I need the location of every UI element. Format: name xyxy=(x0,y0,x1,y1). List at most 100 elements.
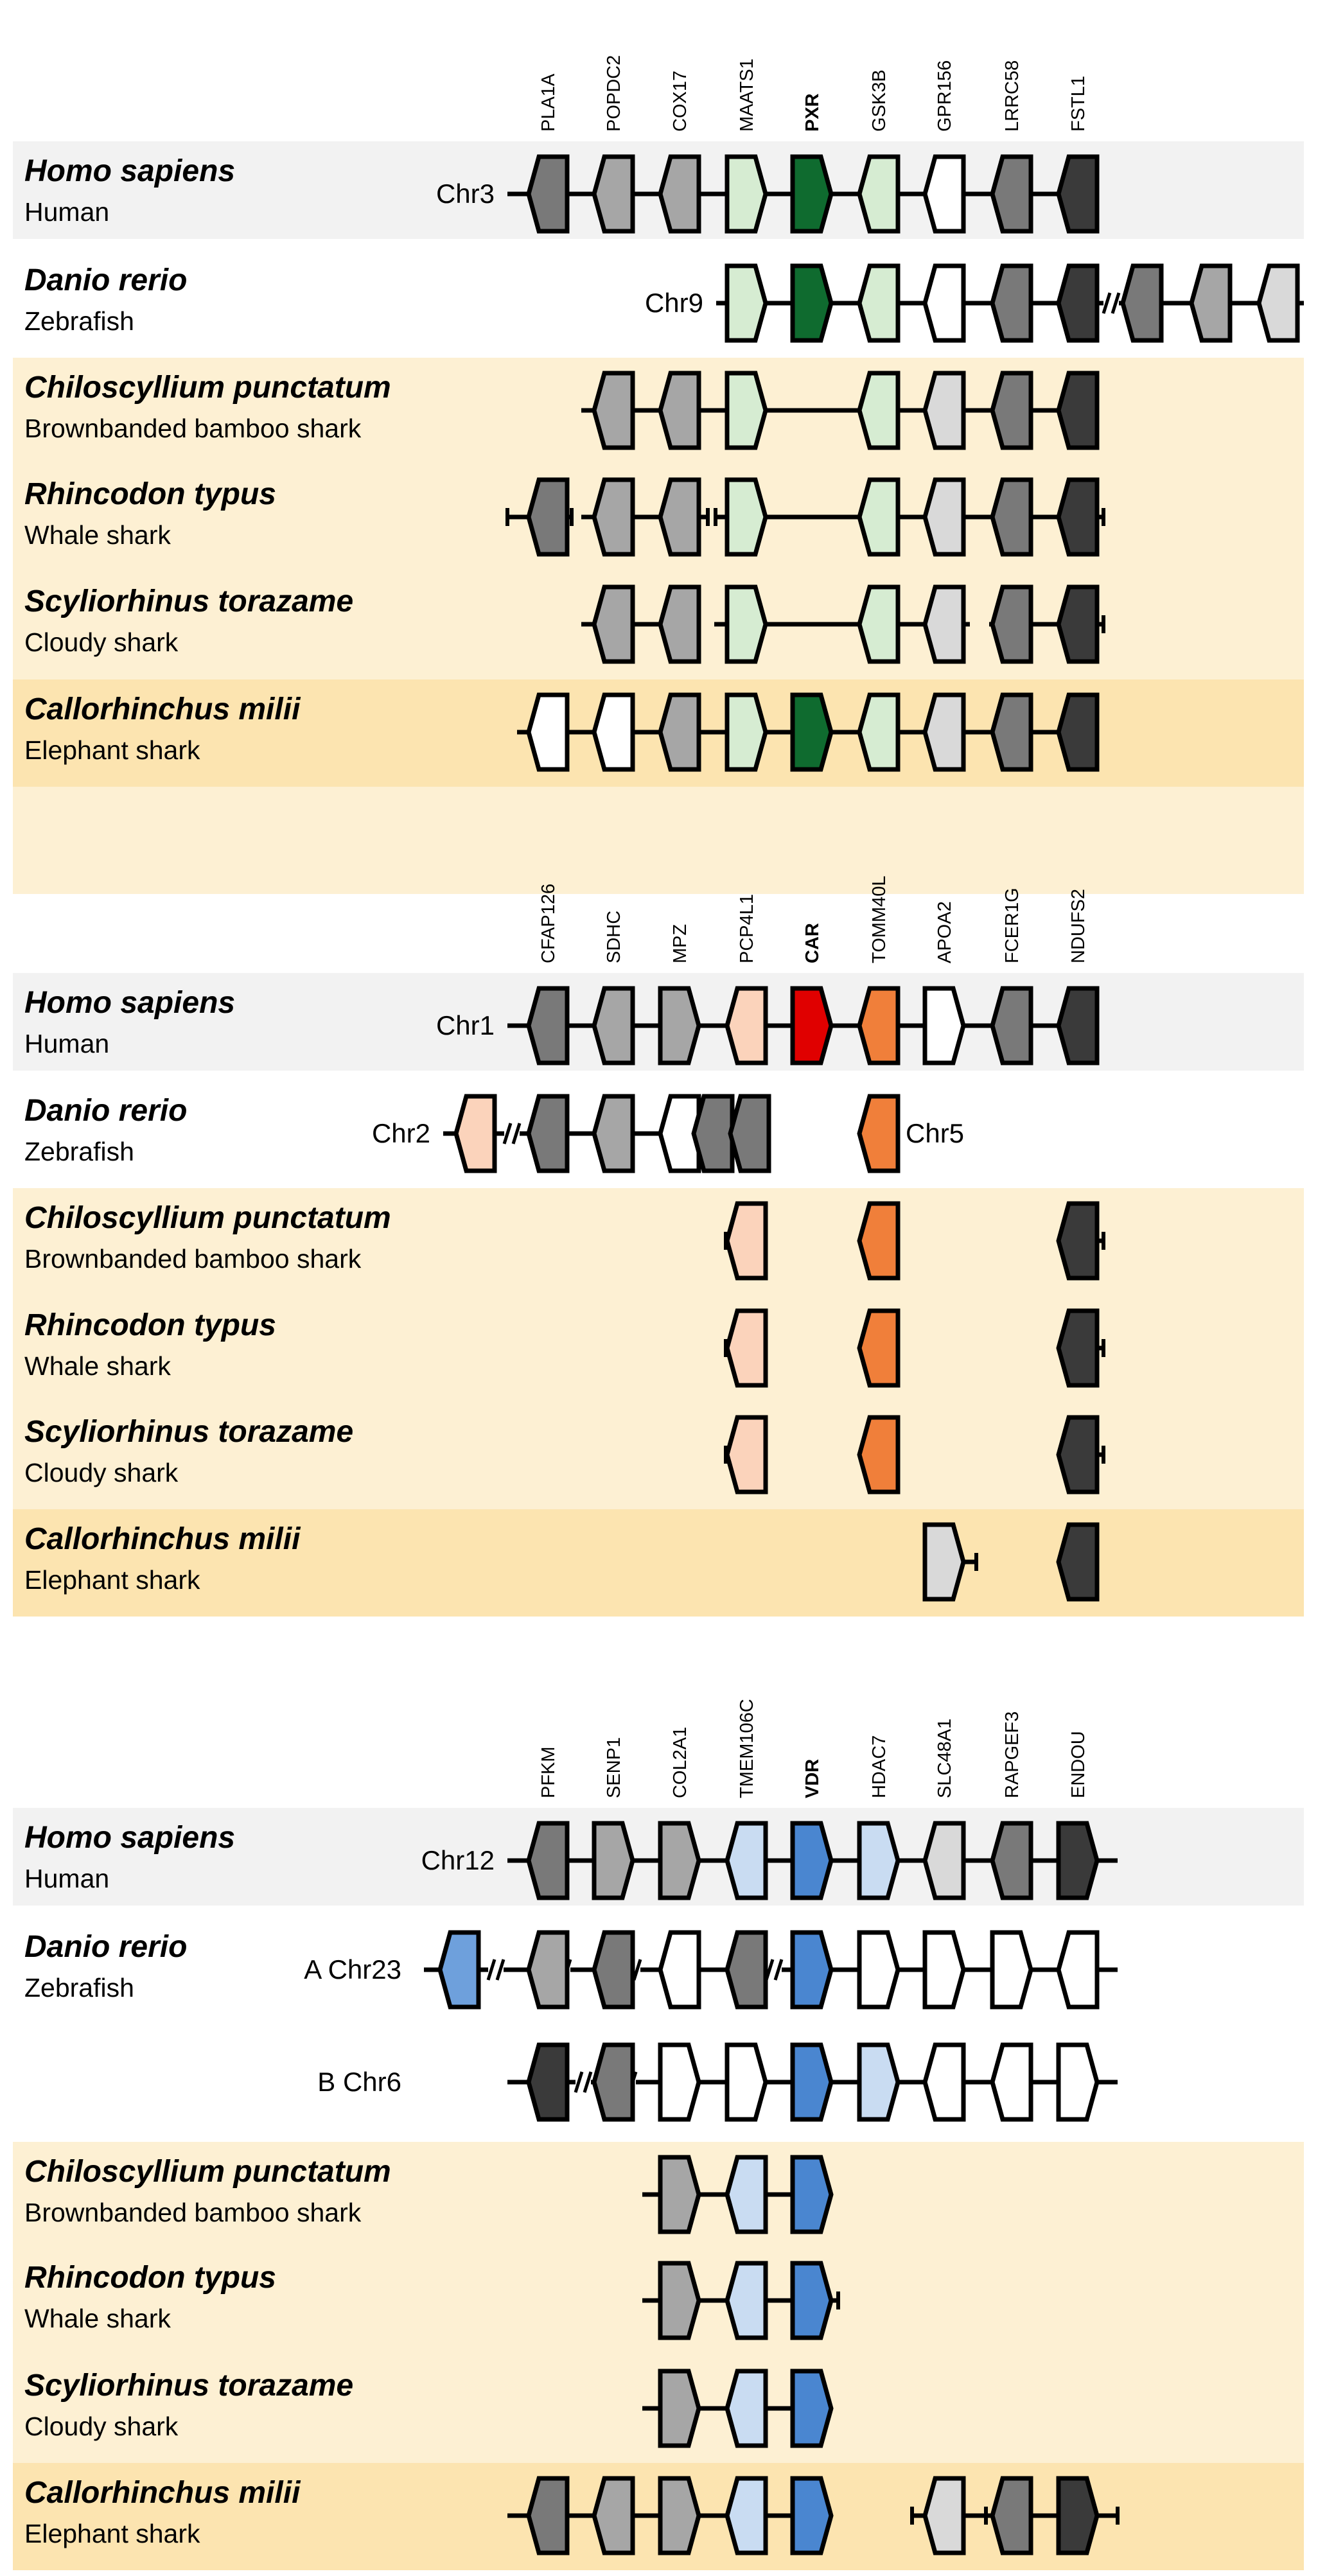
species-latin-name: Scyliorhinus torazame xyxy=(24,2369,353,2403)
gene-arrow xyxy=(658,477,701,557)
gene-arrow xyxy=(526,2042,570,2122)
gene-label: TOMM40L xyxy=(869,876,890,963)
species-common-name: Brownbanded bamboo shark xyxy=(24,414,362,443)
gene-arrow xyxy=(725,2042,768,2122)
break-stroke xyxy=(502,1123,513,1144)
species-common-name: Cloudy shark xyxy=(24,1458,179,1487)
species-common-name: Elephant shark xyxy=(24,2519,200,2548)
chromosome-label: Chr9 xyxy=(645,288,703,318)
gene-arrow xyxy=(725,477,768,557)
gene-arrow xyxy=(592,2476,635,2555)
gene-arrow xyxy=(658,584,701,664)
species-common-name: Zebrafish xyxy=(24,306,134,336)
species-common-name: Human xyxy=(24,1864,109,1893)
gene-arrow xyxy=(1056,1930,1100,2010)
gene-arrow xyxy=(1056,1308,1100,1388)
gene-arrow xyxy=(1056,2476,1100,2555)
gene-arrow xyxy=(922,1821,966,1900)
gene-arrow xyxy=(1056,263,1100,343)
gene-arrow xyxy=(453,1094,497,1173)
species-latin-name: Homo sapiens xyxy=(24,986,235,1020)
gene-arrow xyxy=(857,371,901,450)
gene-arrow xyxy=(990,154,1033,234)
gene-label: VDR xyxy=(802,1759,823,1798)
gene-label: HDAC7 xyxy=(869,1735,890,1798)
gene-arrow xyxy=(857,154,901,234)
gene-arrow xyxy=(592,1930,635,2010)
species-common-name: Whale shark xyxy=(24,1351,171,1381)
gene-arrow xyxy=(658,1821,701,1900)
gene-arrow xyxy=(526,477,570,557)
gene-arrow xyxy=(857,1308,901,1388)
gene-arrow xyxy=(526,692,570,772)
gene-arrow xyxy=(1056,1201,1100,1281)
gene-arrow xyxy=(592,371,635,450)
gene-label: COX17 xyxy=(670,71,690,132)
gene-arrow xyxy=(790,1930,834,2010)
species-latin-name: Scyliorhinus torazame xyxy=(24,1415,353,1449)
break-stroke xyxy=(632,1959,642,1981)
gene-label: SENP1 xyxy=(604,1737,624,1798)
gene-arrow xyxy=(790,2476,834,2555)
break-stroke xyxy=(583,2071,593,2093)
species-latin-name: Callorhinchus milii xyxy=(24,1522,301,1556)
gene-arrow xyxy=(725,2155,768,2234)
gene-label: TMEM106C xyxy=(737,1699,757,1798)
gene-arrow xyxy=(725,2369,768,2448)
gene-arrow xyxy=(1056,584,1100,664)
gene-label: RAPGEF3 xyxy=(1002,1712,1023,1798)
gene-label: SLC48A1 xyxy=(935,1719,955,1798)
gene-arrow xyxy=(922,263,966,343)
gene-arrow xyxy=(592,1094,635,1173)
gene-label: FSTL1 xyxy=(1068,76,1089,132)
species-common-name: Cloudy shark xyxy=(24,627,179,657)
gene-label: FCER1G xyxy=(1002,888,1023,963)
gene-arrow xyxy=(592,692,635,772)
gene-arrow xyxy=(725,2261,768,2340)
break-stroke xyxy=(1111,292,1121,314)
break-marker xyxy=(1102,292,1121,314)
break-marker xyxy=(502,1123,522,1144)
break-marker xyxy=(764,1959,784,1981)
break-stroke xyxy=(486,1959,496,1981)
gene-arrow xyxy=(725,263,768,343)
gene-arrow xyxy=(526,1930,570,2010)
gene-arrow xyxy=(990,2042,1033,2122)
species-common-name: Cloudy shark xyxy=(24,2412,179,2441)
gene-arrow xyxy=(1056,986,1100,1065)
break-stroke xyxy=(773,1959,784,1981)
species-latin-name: Callorhinchus milii xyxy=(24,692,301,726)
gene-arrow xyxy=(922,477,966,557)
gene-arrow xyxy=(922,1522,966,1602)
species-common-name: Elephant shark xyxy=(24,1565,200,1595)
gene-arrow xyxy=(592,986,635,1065)
gene-arrow xyxy=(658,986,701,1065)
gene-arrow xyxy=(990,1821,1033,1900)
gene-label: COL2A1 xyxy=(670,1727,690,1798)
species-latin-name: Rhincodon typus xyxy=(24,477,276,511)
gene-arrow xyxy=(658,371,701,450)
chromosome-label: B Chr6 xyxy=(317,2067,401,2097)
gene-arrow xyxy=(922,1930,966,2010)
gene-arrow xyxy=(790,2261,834,2340)
gene-arrow xyxy=(592,1821,635,1900)
species-latin-name: Danio rerio xyxy=(24,1094,187,1128)
gene-label: NDUFS2 xyxy=(1068,889,1089,963)
chromosome-label: A Chr23 xyxy=(304,1954,401,1985)
species-latin-name: Homo sapiens xyxy=(24,1821,235,1855)
gene-label: APOA2 xyxy=(935,901,955,963)
gene-arrow xyxy=(922,692,966,772)
gene-arrow xyxy=(990,692,1033,772)
gene-arrow xyxy=(526,2476,570,2555)
gene-arrow xyxy=(790,2042,834,2122)
chromosome-label: Chr1 xyxy=(436,1010,495,1040)
gene-arrow xyxy=(990,584,1033,664)
species-common-name: Zebrafish xyxy=(24,1137,134,1166)
species-common-name: Human xyxy=(24,1029,109,1058)
gene-arrow xyxy=(1056,1415,1100,1494)
species-common-name: Zebrafish xyxy=(24,1973,134,2002)
species-latin-name: Danio rerio xyxy=(24,263,187,297)
gene-arrow xyxy=(725,1415,768,1494)
gene-arrow xyxy=(1189,263,1233,343)
